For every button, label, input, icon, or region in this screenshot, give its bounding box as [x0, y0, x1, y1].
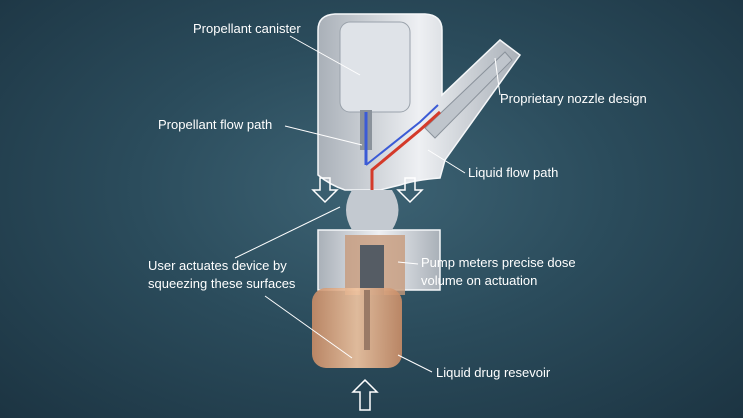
leader-lines	[234, 35, 501, 373]
nozzle	[424, 51, 513, 139]
label-propellant-canister: Propellant canister	[193, 21, 301, 36]
down-arrow-icon	[396, 177, 424, 204]
label-nozzle: Proprietary nozzle design	[500, 91, 647, 106]
propellant-canister	[339, 21, 411, 113]
lower-housing	[317, 190, 441, 295]
label-reservoir: Liquid drug resevoir	[436, 365, 551, 380]
liquid-drug-reservoir	[312, 288, 402, 368]
up-arrow-icon	[351, 378, 379, 411]
label-propellant-flow: Propellant flow path	[158, 117, 273, 132]
squeeze-arrows	[311, 177, 424, 411]
label-user-actuates-1: User actuates device by	[148, 258, 287, 273]
label-pump-2: volume on actuation	[421, 273, 538, 288]
label-pump-1: Pump meters precise dose	[421, 255, 576, 270]
label-liquid-flow: Liquid flow path	[468, 165, 559, 180]
label-user-actuates-2: squeezing these surfaces	[148, 276, 296, 291]
down-arrow-icon	[311, 177, 339, 204]
